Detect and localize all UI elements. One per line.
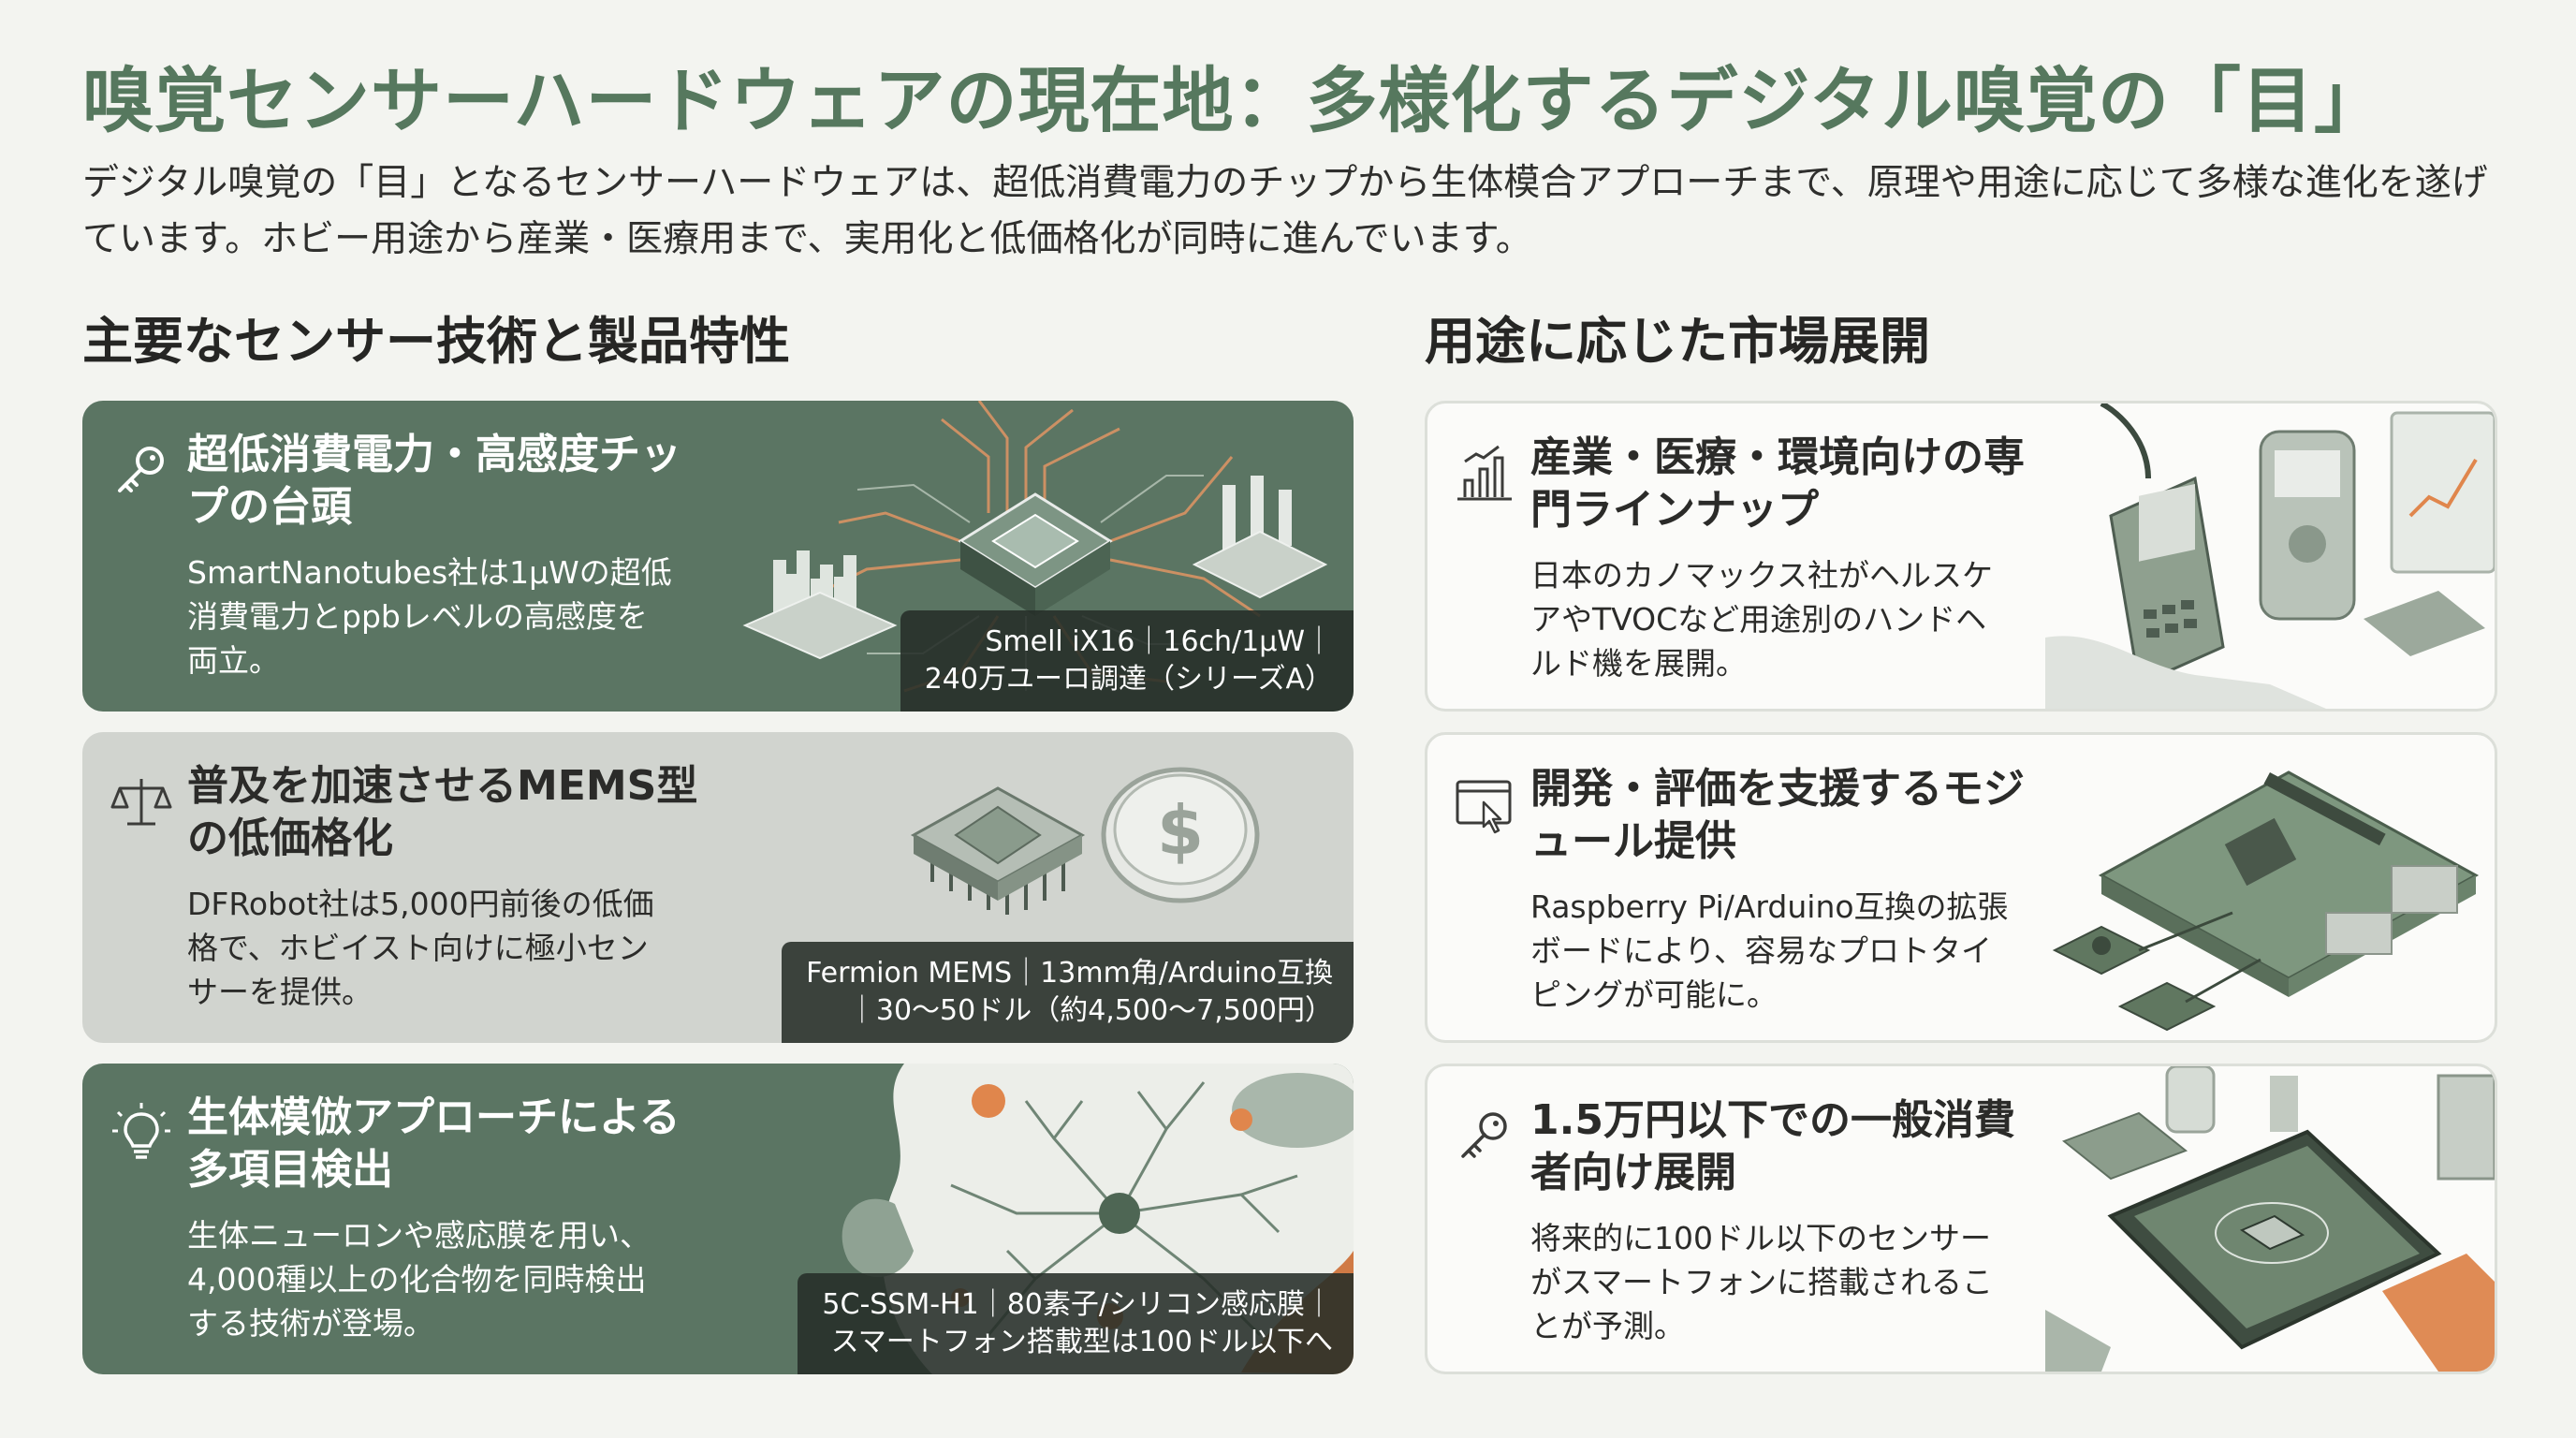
spec-label: Fermion MEMS｜13mm角/Arduino互換 ｜30〜50ドル（約4,… (782, 942, 1354, 1043)
spec-line-2: 240万ユーロ調達（シリーズA） (924, 663, 1333, 696)
card-title: 生体模倣アプローチによる多項目検出 (187, 1093, 681, 1194)
svg-text:$: $ (1157, 791, 1204, 870)
card-description: DFRobot社は5,000円前後の低価格で、ホビイスト向けに極小センサーを提供… (187, 886, 654, 1010)
card-title: 普及を加速させるMEMS型の低価格化 (187, 762, 698, 862)
spec-label: 5C-SSM-H1｜80素子/シリコン感応膜｜ スマートフォン搭載型は100ドル以… (798, 1273, 1354, 1374)
spec-line-2: スマートフォン搭載型は100ドル以下へ (830, 1326, 1333, 1358)
card-industrial-lineup: 産業・医療・環境向けの専門ラインナップ 日本のカノマックス社がヘルスケアやTVO… (1425, 401, 2497, 712)
card-consumer: 1.5万円以下での一般消費者向け展開 将来的に100ドル以下のセンサーがスマート… (1425, 1064, 2497, 1374)
card-description: 生体ニューロンや感応膜を用い、4,000種以上の化合物を同時検出する技術が登場。 (187, 1217, 651, 1342)
card-description: SmartNanotubes社は1μWの超低消費電力とppbレベルの高感度を両立… (187, 554, 672, 679)
card-bio-mimic: 生体模倣アプローチによる多項目検出 生体ニューロンや感応膜を用い、4,000種以… (82, 1064, 1354, 1374)
bar-chart-icon (1457, 445, 1512, 501)
scale-icon (110, 779, 172, 826)
dev-board-illustration (2052, 770, 2480, 1032)
lightbulb-icon (112, 1103, 170, 1159)
card-title: 超低消費電力・高感度チップの台頭 (187, 431, 681, 531)
spec-line-1: Fermion MEMS｜13mm角/Arduino互換 (806, 957, 1333, 990)
right-section-heading: 用途に応じた市場展開 (1425, 312, 1930, 371)
spec-line-1: Smell iX16｜16ch/1μW｜ (985, 625, 1333, 658)
spec-label: Smell iX16｜16ch/1μW｜ 240万ユーロ調達（シリーズA） (900, 610, 1354, 712)
page-subtitle: デジタル嗅覚の「目」となるセンサーハードウェアは、超低消費電力のチップから生体模… (82, 162, 2488, 260)
key-icon (1461, 1112, 1507, 1158)
card-title: 1.5万円以下での一般消費者向け展開 (1530, 1096, 2015, 1196)
card-title: 産業・医療・環境向けの専門ラインナップ (1530, 433, 2025, 534)
card-low-power-chip: 超低消費電力・高感度チップの台頭 SmartNanotubes社は1μWの超低消… (82, 401, 1354, 712)
spec-line-1: 5C-SSM-H1｜80素子/シリコン感応膜｜ (822, 1288, 1333, 1321)
mems-chip-coin-illustration: $ (910, 767, 1260, 915)
card-description: Raspberry Pi/Arduino互換の拡張ボードにより、容易なプロトタイ… (1530, 888, 2009, 1013)
key-icon (118, 447, 164, 492)
card-mems-low-cost: $ 普及を加速させるMEMS型の低価格化 DFRobot社は5,000円前後の低… (82, 732, 1354, 1043)
page-title: 嗅覚センサーハードウェアの現在地：多様化するデジタル嗅覚の「目」 (82, 59, 2386, 142)
card-dev-module: 開発・評価を支援するモジュール提供 Raspberry Pi/Arduino互換… (1425, 732, 2497, 1043)
smartphone-illustration (2045, 1066, 2495, 1372)
handheld-devices-illustration (2045, 404, 2495, 709)
card-description: 将来的に100ドル以下のセンサーがスマートフォンに搭載されることが予測。 (1530, 1220, 1994, 1344)
card-title: 開発・評価を支援するモジュール提供 (1530, 765, 2025, 865)
card-description: 日本のカノマックス社がヘルスケアやTVOCなど用途別のハンドヘルド機を展開。 (1530, 557, 1994, 682)
spec-line-2: ｜30〜50ドル（約4,500〜7,500円） (847, 994, 1333, 1027)
browser-cursor-icon (1456, 780, 1512, 834)
left-section-heading: 主要なセンサー技術と製品特性 (82, 312, 790, 371)
